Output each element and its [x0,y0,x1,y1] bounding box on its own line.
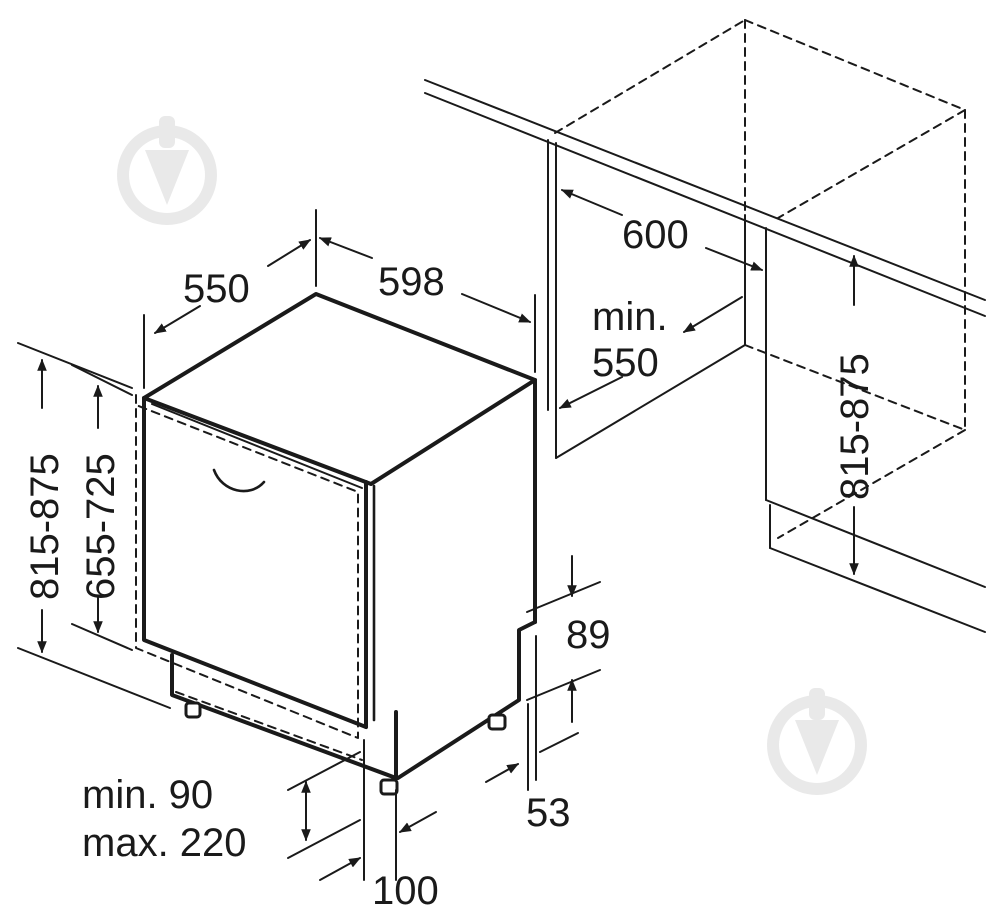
door-height-label: 655-725 [79,453,123,600]
pin-logo-icon [767,688,867,795]
dishwasher-drawing [135,292,537,796]
appliance-height-label: 815-875 [23,453,67,600]
niche-width-label: 600 [622,213,689,257]
plinth-top-label: 89 [566,613,611,657]
pin-logo-icon [117,116,217,225]
appliance-dimensions [17,209,601,881]
niche-height-label: 815-875 [833,353,877,500]
depth-label: 550 [183,267,250,311]
plinth-bottom-label: 53 [526,791,571,835]
plinth-range-label-line2: max. 220 [82,821,247,865]
width-label: 598 [378,260,445,304]
plinth-range-label-line1: min. 90 [82,773,213,817]
niche-depth-label-line2: 550 [592,341,659,385]
plinth-setback-label: 100 [372,869,439,913]
niche-drawing [424,19,986,633]
niche-depth-label-line1: min. [592,295,668,339]
niche-dimensions [558,189,859,576]
